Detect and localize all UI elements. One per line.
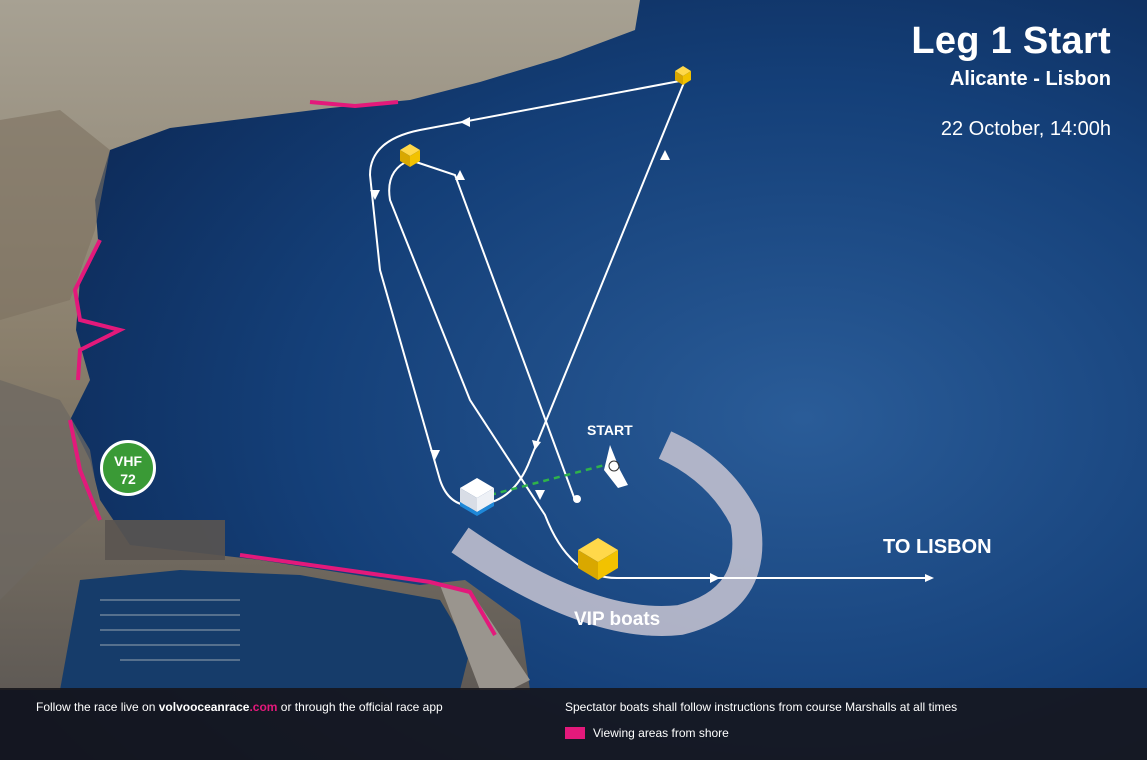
route-subtitle: Alicante - Lisbon bbox=[949, 68, 1111, 90]
clock-icon bbox=[608, 460, 620, 472]
marina-piers bbox=[100, 599, 240, 661]
viewing-areas bbox=[68, 100, 497, 637]
start-line bbox=[489, 463, 606, 497]
footer-bar: Follow the race live on volvooceanrace.c… bbox=[0, 688, 1147, 760]
vhf-label: VHF bbox=[114, 453, 142, 469]
coastline-land bbox=[0, 0, 640, 690]
follow-suffix: or through the official race app bbox=[277, 700, 443, 714]
committee-boat-icon bbox=[604, 445, 628, 488]
site-name: volvooceanrace bbox=[158, 700, 250, 714]
hills-shade bbox=[0, 110, 110, 320]
site-link[interactable]: volvooceanrace.com bbox=[159, 700, 278, 714]
legend-viewing-areas: Viewing areas from shore bbox=[565, 726, 729, 740]
page-title: Leg 1 Start bbox=[911, 20, 1111, 62]
site-tld: .com bbox=[249, 700, 278, 714]
follow-note: Follow the race live on volvooceanrace.c… bbox=[36, 700, 443, 714]
legend-label: Viewing areas from shore bbox=[593, 726, 729, 740]
spectator-note: Spectator boats shall follow instruction… bbox=[565, 700, 958, 714]
to-lisbon-label: TO LISBON bbox=[883, 536, 992, 558]
mark-top-left bbox=[400, 144, 420, 167]
breakwater bbox=[440, 585, 530, 690]
course-direction-arrows bbox=[370, 117, 720, 583]
mark-bottom-yellow bbox=[578, 538, 618, 580]
vhf-badge: VHF 72 bbox=[100, 440, 156, 496]
viewing-area-swatch bbox=[565, 727, 585, 739]
vip-zone bbox=[451, 431, 763, 636]
mark-top-right bbox=[675, 66, 691, 85]
vip-boats-label: VIP boats bbox=[574, 609, 661, 630]
harbour-buildings bbox=[105, 520, 225, 560]
vhf-channel: 72 bbox=[120, 471, 136, 487]
start-label: START bbox=[587, 422, 633, 438]
start-date: 22 October, 14:00h bbox=[940, 118, 1111, 140]
start-pin bbox=[573, 495, 581, 503]
follow-prefix: Follow the race live on bbox=[36, 700, 159, 714]
mark-start-white bbox=[460, 478, 494, 516]
